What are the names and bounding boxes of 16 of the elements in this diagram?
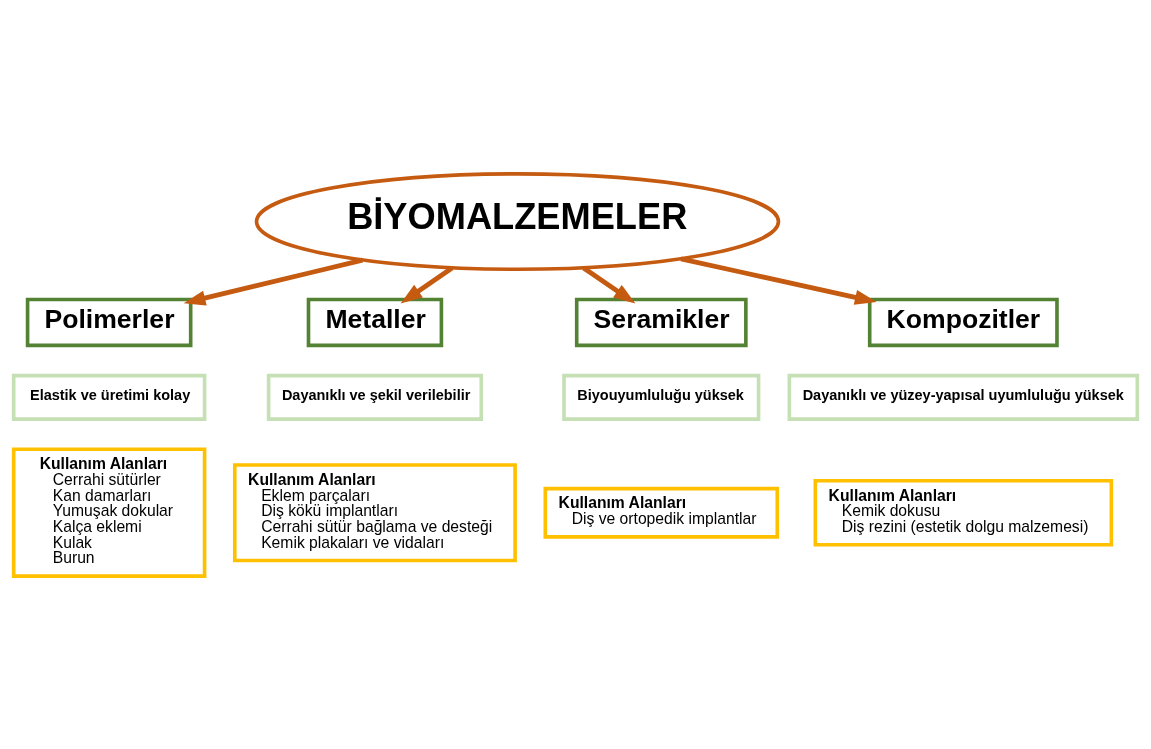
node-box: Kompozitler [867, 297, 1059, 347]
node-box: Metaller [306, 297, 444, 347]
node-ellipse: BİYOMALZEMELER [254, 171, 781, 271]
node-box: Kullanım Alanları Kemik dokusu Diş rezini (estetik dolgu malzemesi) [813, 478, 1114, 547]
node-box: Seramikler [574, 297, 748, 347]
node-box: Kullanım Alanları Cerrahi sütürler Kan damarları Yumuşak dokular Kalça eklemi Kulak Burun [11, 447, 207, 578]
arrow [183, 257, 364, 306]
node-box: Dayanıklı ve şekil verilebilir [266, 373, 484, 421]
node-box: Polimerler [25, 297, 193, 347]
node-box: Kullanım Alanları Diş ve ortopedik implantlar [543, 486, 780, 539]
arrow [400, 265, 454, 303]
node-box: Kullanım Alanları Eklem parçaları Diş kökü implantları Cerrahi sütür bağlama ve desteği Kemik plakaları ve vidaları [232, 462, 517, 562]
node-box: Elastik ve üretimi kolay [11, 373, 207, 421]
node-box: Biyouyumluluğu yüksek [562, 373, 761, 421]
node-box: Dayanıklı ve yüzey-yapısal uyumluluğu yüksek [787, 373, 1140, 421]
arrow [680, 256, 877, 305]
